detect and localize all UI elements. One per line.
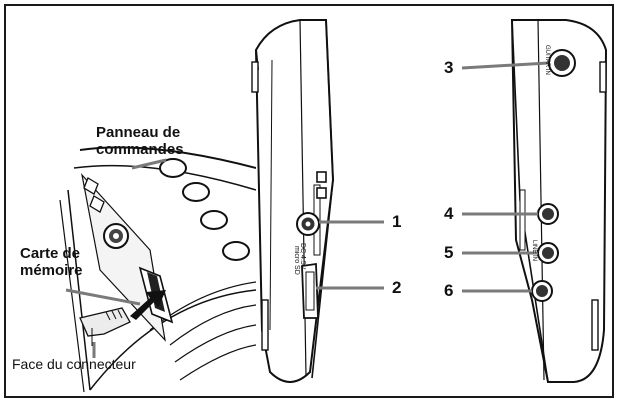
device-side-view-right: [510, 19, 608, 383]
control-panel-label-line1: Panneau de: [96, 124, 181, 141]
callout-2: 2: [392, 278, 402, 297]
callout-4: 4: [444, 204, 454, 223]
card-slot-text: micro SD: [293, 246, 300, 275]
callout-6: 6: [444, 281, 454, 300]
control-panel-label: Panneau de commandes: [96, 124, 184, 158]
guitar-in-text: GUITAR IN: [544, 45, 550, 75]
memory-card-label: Carte de mémoire: [20, 245, 83, 279]
control-button-1: [159, 158, 187, 178]
control-button-2: [182, 182, 210, 202]
control-button-4: [222, 241, 250, 261]
control-button-3: [200, 210, 228, 230]
memory-card-label-line1: Carte de: [20, 245, 81, 262]
control-panel-label-line2: commandes: [96, 141, 184, 158]
device-side-view-left: [251, 19, 335, 383]
memory-card: [79, 307, 131, 337]
callout-3: 3: [444, 58, 454, 77]
connector-side-label: Face du connecteur: [12, 356, 136, 372]
insert-arrow: [130, 290, 166, 320]
device-closeup: [59, 146, 256, 393]
callout-1: 1: [392, 212, 402, 231]
memory-card-label-line2: mémoire: [20, 262, 83, 279]
line-in-text: LINE IN: [531, 240, 537, 262]
dc-in-text: DC 4.5V: [299, 243, 306, 270]
leader-lines: [65, 61, 549, 358]
callout-5: 5: [444, 243, 454, 262]
